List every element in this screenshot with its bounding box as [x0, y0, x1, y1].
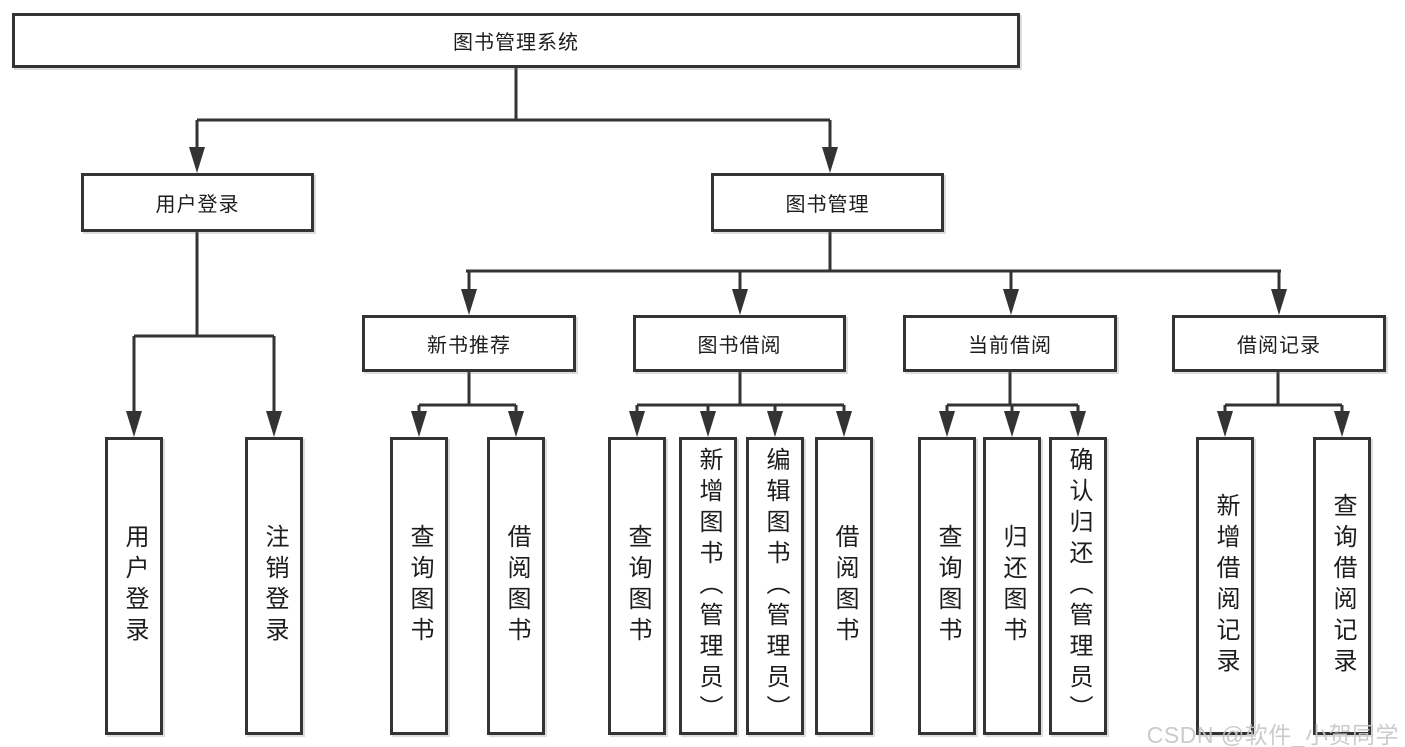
node-label: 注销登录	[261, 524, 288, 648]
node-label: 借阅图书	[503, 524, 530, 648]
connector-path	[132, 68, 1344, 414]
node-label: 新增借阅记录	[1212, 493, 1239, 679]
arrowhead-icon	[461, 289, 477, 315]
arrowhead-icon	[126, 411, 142, 437]
leaf-add-book-admin: 新增图书（管理员）	[679, 437, 737, 735]
node-label: 图书管理系统	[453, 32, 579, 54]
leaf-confirm-return-admin: 确认归还（管理员）	[1049, 437, 1107, 735]
arrowhead-icon	[411, 411, 427, 437]
node-label: 借阅记录	[1237, 335, 1321, 357]
arrowhead-icon	[189, 147, 205, 173]
arrowhead-icon	[1217, 411, 1233, 437]
leaf-user-login: 用户登录	[105, 437, 163, 735]
node-label: 查询图书	[934, 524, 961, 648]
leaf-query-books-recommend: 查询图书	[390, 437, 448, 735]
arrowhead-icon	[1271, 289, 1287, 315]
arrowhead-icon	[1070, 411, 1086, 437]
arrowhead-icon	[1004, 411, 1020, 437]
leaf-query-borrow-record: 查询借阅记录	[1313, 437, 1371, 735]
leaf-query-books-borrow: 查询图书	[608, 437, 666, 735]
arrowhead-icon	[1334, 411, 1350, 437]
leaf-query-books-current: 查询图书	[918, 437, 976, 735]
node-label: 查询图书	[406, 524, 433, 648]
arrowhead-icon	[629, 411, 645, 437]
node-label: 当前借阅	[968, 335, 1052, 357]
arrowhead-icon	[700, 411, 716, 437]
leaf-add-borrow-record: 新增借阅记录	[1196, 437, 1254, 735]
node-label: 用户登录	[121, 524, 148, 648]
node-label: 新书推荐	[427, 335, 511, 357]
arrowhead-icon	[836, 411, 852, 437]
node-user-login: 用户登录	[81, 173, 314, 232]
leaf-borrow-books-recommend: 借阅图书	[487, 437, 545, 735]
node-label: 查询借阅记录	[1329, 493, 1356, 679]
node-root: 图书管理系统	[12, 13, 1020, 68]
node-label: 确认归还（管理员）	[1065, 446, 1092, 726]
leaf-return-book: 归还图书	[983, 437, 1041, 735]
leaf-edit-book-admin: 编辑图书（管理员）	[746, 437, 804, 735]
node-label: 编辑图书（管理员）	[762, 446, 789, 726]
node-book-borrow: 图书借阅	[633, 315, 846, 372]
arrowhead-icon	[266, 411, 282, 437]
leaf-logout: 注销登录	[245, 437, 303, 735]
node-label: 借阅图书	[831, 524, 858, 648]
node-label: 图书借阅	[697, 335, 782, 357]
arrowhead-icon	[767, 411, 783, 437]
arrowhead-icon	[1003, 289, 1019, 315]
node-label: 归还图书	[999, 524, 1026, 648]
node-borrow-records: 借阅记录	[1172, 315, 1386, 372]
node-current-borrow: 当前借阅	[903, 315, 1117, 372]
node-label: 用户登录	[155, 194, 240, 216]
node-label: 查询图书	[624, 524, 651, 648]
node-new-book-recommend: 新书推荐	[362, 315, 576, 372]
arrowhead-icon	[939, 411, 955, 437]
arrowhead-icon	[732, 289, 748, 315]
leaf-borrow-books: 借阅图书	[815, 437, 873, 735]
node-label: 新增图书（管理员）	[695, 446, 722, 726]
node-book-management: 图书管理	[711, 173, 944, 232]
arrowhead-icon	[822, 147, 838, 173]
watermark: CSDN @软件_小贺同学	[1146, 722, 1399, 747]
arrowhead-icon	[508, 411, 524, 437]
node-label: 图书管理	[785, 194, 870, 216]
